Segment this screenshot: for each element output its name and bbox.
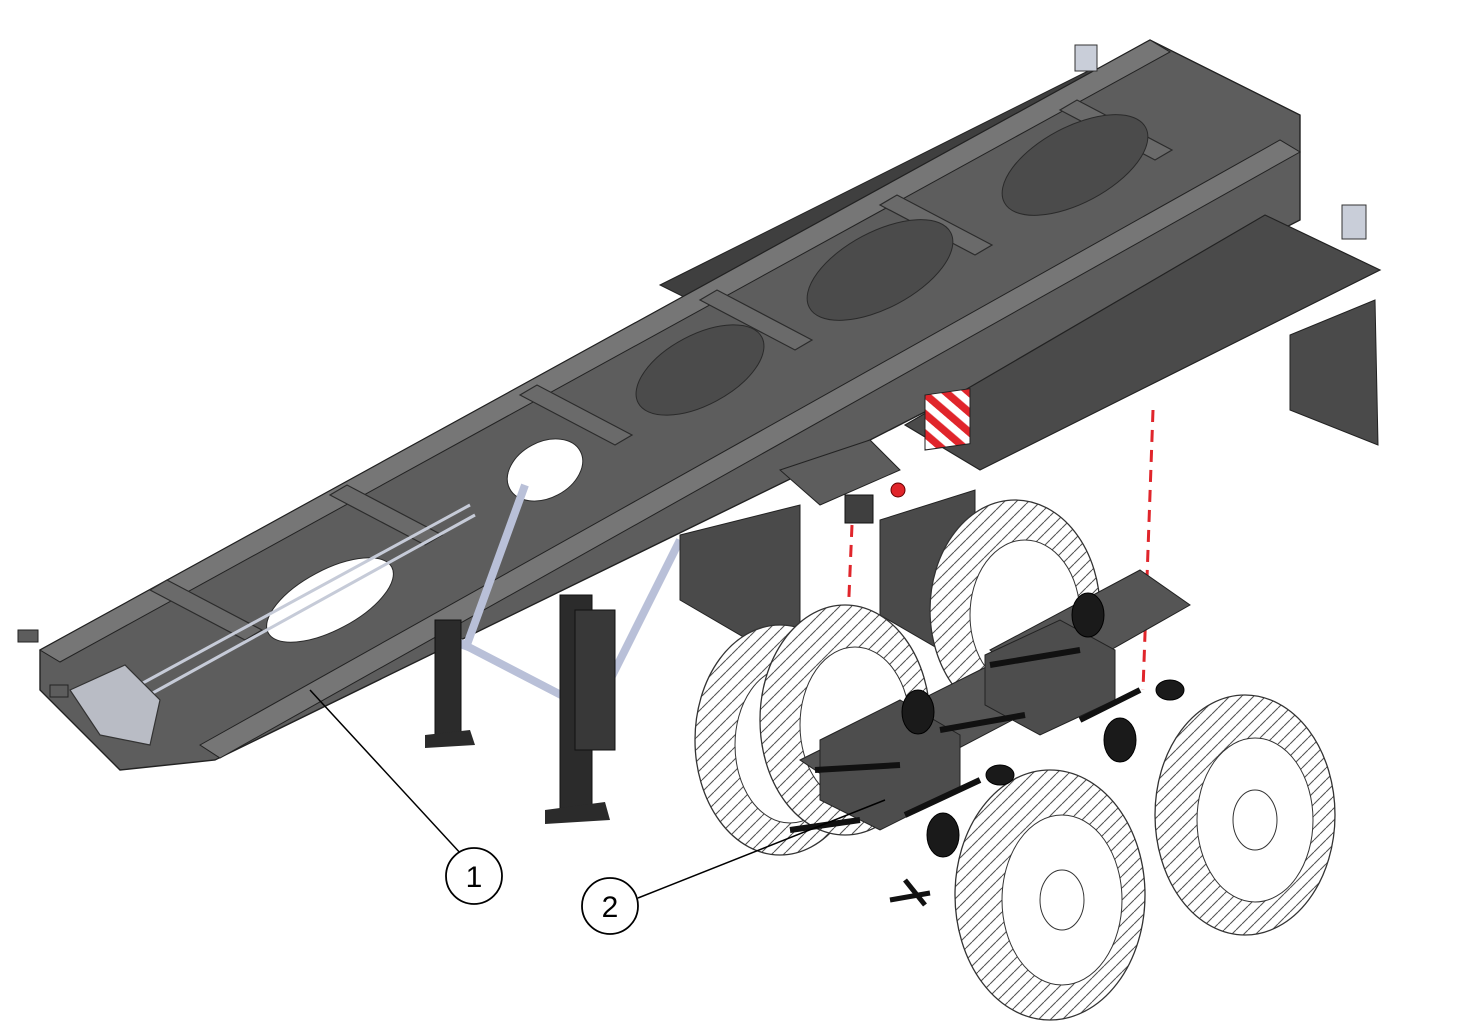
callout-circle-2	[581, 877, 639, 935]
chassis-frame	[17, 39, 1367, 771]
frame-top-rail-right	[199, 139, 1301, 759]
callout-label-1: 1	[466, 861, 483, 894]
loose-rod	[889, 878, 931, 907]
air-bag-6	[985, 764, 1015, 786]
landing-crank-housing	[574, 609, 616, 751]
light-bracket	[779, 439, 901, 506]
callouts: 1 2	[309, 689, 886, 935]
air-bag-1	[901, 689, 935, 735]
alignment-dashes	[840, 409, 1155, 761]
callout-circle-1	[445, 847, 503, 905]
twistlock-rear-top	[1074, 44, 1098, 72]
mudguards	[679, 214, 1382, 671]
air-bags	[901, 592, 1185, 858]
frame-openings	[266, 114, 1149, 643]
leader-line-1	[309, 689, 463, 856]
wheel-rear-right-outer	[1154, 694, 1336, 936]
dash-rear	[1141, 409, 1155, 691]
air-suspension	[789, 569, 1191, 907]
frame-top-rail-left	[38, 39, 1172, 663]
front-bracket-left	[17, 629, 39, 643]
landing-foot-right	[545, 802, 610, 824]
landing-foot-left	[425, 730, 475, 748]
mudflap-rear	[1289, 299, 1379, 446]
leader-line-2	[637, 799, 886, 899]
air-bag-5	[1155, 679, 1185, 701]
brace-diagonal-1	[461, 483, 529, 652]
torque-rods	[789, 647, 1142, 833]
connector-box	[844, 494, 874, 524]
callout-label-2: 2	[602, 891, 619, 924]
air-bag-4	[1103, 717, 1137, 763]
twistlock-rear-right	[1341, 204, 1367, 240]
landing-gear	[425, 483, 684, 824]
kingpin-plate	[69, 664, 161, 746]
red-light	[890, 482, 906, 498]
fender-top-plate	[903, 214, 1382, 471]
wheel-front-right-outer	[954, 769, 1146, 1021]
air-bag-3	[1071, 592, 1105, 638]
landing-leg-left	[434, 619, 462, 741]
tie-rods	[129, 503, 476, 702]
front-bracket-bottom	[49, 684, 69, 698]
warning-sign	[924, 388, 971, 451]
air-bag-2	[926, 812, 960, 858]
